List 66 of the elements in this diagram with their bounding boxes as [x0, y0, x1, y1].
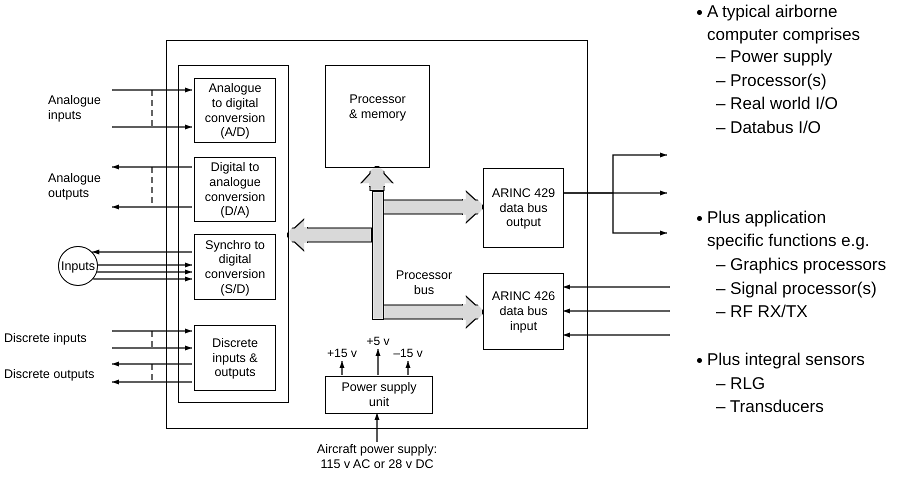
bus-arrow: [383, 190, 482, 224]
arrow: [112, 204, 192, 210]
arrow: [112, 346, 192, 350]
signal-label: Discrete inputs: [4, 331, 112, 347]
arrow: [563, 192, 667, 236]
arrow: [112, 328, 192, 334]
arrow: [112, 124, 192, 130]
bullet-text: A typical airborne computer comprises: [707, 1, 862, 46]
process-box: [194, 157, 276, 222]
process-box: [194, 325, 276, 391]
arrow: [406, 361, 410, 375]
arrow: [112, 380, 192, 384]
arrow: [376, 349, 380, 375]
process-box: [325, 376, 433, 414]
arrow: [340, 361, 344, 375]
signal-label: Analogue outputs: [48, 171, 112, 203]
voltage-label: –15 v: [392, 346, 424, 360]
box-label: ARINC 426 data bus input: [490, 289, 556, 334]
arrow: [563, 308, 670, 314]
arrow: [98, 262, 192, 268]
list-item: – Power supply: [716, 46, 834, 68]
supply-label: Aircraft power supply: 115 v AC or 28 v DC: [307, 442, 447, 474]
box-label: Processor & memory: [348, 92, 407, 122]
box-label: Synchro to digital conversion (S/D): [204, 238, 266, 296]
arrow: [112, 164, 192, 170]
list-item: – Processor(s): [716, 70, 828, 92]
list-item: – RLG: [716, 373, 766, 395]
signal-label: Analogue inputs: [48, 93, 112, 125]
arrow: [97, 270, 192, 274]
processor-bus-bar: [372, 191, 384, 320]
bus-arrow: [383, 294, 482, 330]
arrow: [92, 250, 192, 254]
box-label: Power supply unit: [340, 380, 418, 410]
bus-arrow: [360, 167, 394, 190]
computer-enclosure: [166, 40, 588, 429]
box-label: Analogue to digital conversion (A/D): [204, 81, 266, 140]
signal-label: Discrete outputs: [4, 367, 112, 383]
bus-label: Processor bus: [394, 268, 454, 298]
arrow: [374, 413, 380, 442]
list-item: – Transducers: [716, 396, 825, 418]
process-box: [194, 234, 276, 300]
bullet-text: Plus integral sensors: [707, 349, 866, 371]
process-box: [483, 168, 564, 248]
box-label: ARINC 429 data bus output: [490, 186, 556, 230]
voltage-label: +5 v: [366, 334, 390, 348]
input-circle: [58, 246, 98, 286]
arrow: [563, 284, 670, 290]
list-item: – Graphics processors: [716, 254, 888, 276]
list-item: – RF RX/TX: [716, 301, 809, 323]
arrow: [112, 362, 192, 366]
arrow: [93, 276, 192, 282]
arrow: [112, 88, 192, 92]
voltage-label: +15 v: [326, 346, 358, 360]
bullet-text: Plus application specific functions e.g.: [707, 207, 871, 252]
arrow: [563, 332, 670, 338]
process-box: [194, 78, 276, 143]
process-box: [483, 273, 564, 350]
list-item: – Signal processor(s): [716, 278, 878, 300]
box-label: Discrete inputs & outputs: [211, 336, 259, 380]
circle-label: Inputs: [60, 258, 96, 274]
process-box: [325, 65, 430, 168]
bus-arrow: [288, 218, 371, 252]
io-panel: [178, 65, 289, 403]
list-item: – Real world I/O: [716, 93, 839, 115]
box-label: Digital to analogue conversion (D/A): [204, 160, 266, 219]
list-item: – Databus I/O: [716, 117, 822, 139]
